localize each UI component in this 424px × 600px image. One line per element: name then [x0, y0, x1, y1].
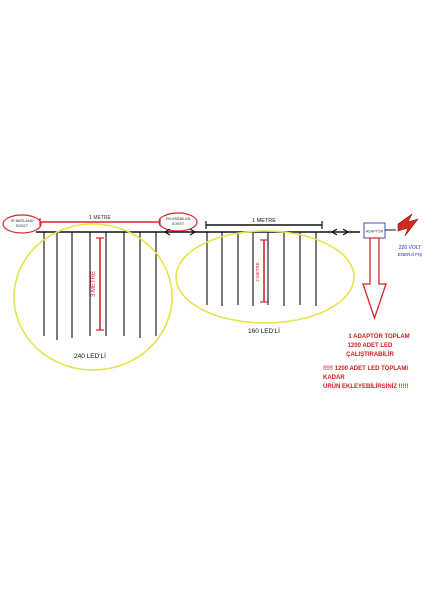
end-cap-left-circle — [2, 214, 42, 234]
lightning-plug-icon — [397, 213, 419, 237]
end-cap-right-line2: SOKET — [172, 222, 185, 226]
width-label-1: 1 METRE — [89, 215, 111, 221]
end-cap-left-line2: SOKET — [16, 224, 29, 228]
connector-arrow-2 — [189, 228, 196, 236]
count-label-2: 160 LED'Lİ — [248, 326, 280, 335]
info-a-line2: 1200 ADET LED — [348, 343, 393, 349]
width-label-2: 1 METRE — [252, 218, 276, 224]
panel-2-strands — [206, 232, 317, 306]
panel-1-strands — [43, 232, 157, 340]
height-label-1: 3 METRE — [91, 271, 97, 297]
panel-2-highlight — [175, 230, 355, 324]
adapter-label: ADAPTÖR — [366, 230, 384, 234]
info-b-line1: !!!!! 1200 ADET LED TOPLAMI — [323, 366, 408, 372]
connector-arrow-1 — [164, 228, 171, 236]
panel-1-highlight — [13, 223, 173, 371]
end-cap-right-line1: EKLENEBİLEN — [166, 216, 191, 221]
height-label-2: 2 METRE — [255, 262, 260, 282]
connector-arrow-4 — [342, 228, 349, 236]
end-cap-left-line1: IR BAĞLAMA — [11, 218, 34, 223]
info-a-line3: ÇALIŞTIRABİLİR — [346, 351, 394, 358]
power-label-line2: ENERJİ FİŞ — [398, 251, 422, 257]
info-b-line3: ÜRÜN EKLEYEBİLİRSİNİZ !!!!! — [323, 383, 409, 390]
count-label-1: 240 LED'Lİ — [74, 351, 106, 360]
info-b-line2: KADAR — [323, 375, 345, 381]
power-label-line1: 220 VOLT — [399, 245, 421, 251]
connector-arrow-3 — [331, 228, 338, 236]
info-a-line1: 1 ADAPTÖR TOPLAM — [348, 333, 409, 340]
down-arrow-icon — [362, 237, 387, 321]
